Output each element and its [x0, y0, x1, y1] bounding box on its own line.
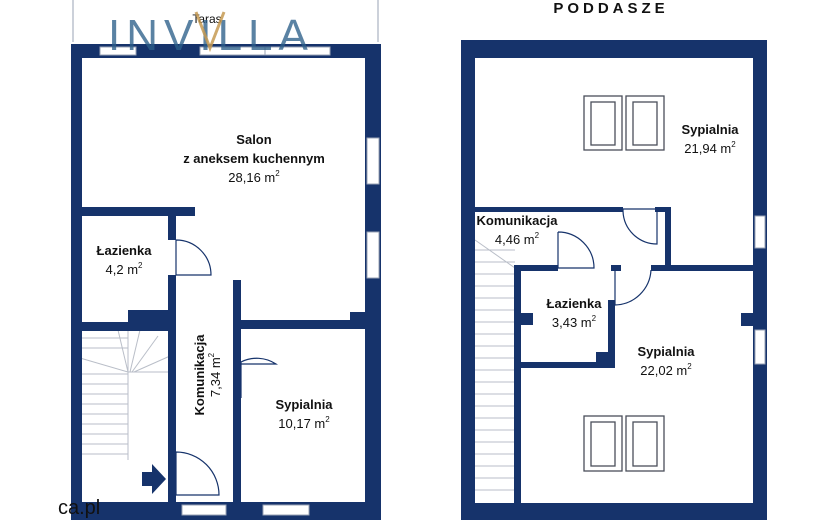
room-area: 10,17 m2	[278, 415, 330, 431]
room-area: 28,16 m2	[228, 169, 280, 185]
attic-window	[754, 215, 766, 249]
attic-right-wall	[753, 40, 767, 520]
skylight-inner	[590, 421, 616, 467]
room-area: 22,02 m2	[640, 362, 692, 378]
skylight-inner	[632, 421, 658, 467]
brand-watermark: ca.pl	[58, 497, 100, 519]
attic-window	[754, 329, 766, 365]
bathroom-corner-block	[596, 352, 615, 368]
bedroom-top-block	[350, 312, 373, 329]
skylight-inner	[590, 101, 616, 146]
room-name: Łazienka	[547, 296, 603, 311]
ground-right-wall	[365, 44, 381, 520]
bathroom-right-wall	[168, 207, 176, 240]
room-name: Komunikacja	[192, 334, 207, 416]
room-area: 21,94 m2	[684, 140, 736, 156]
attic-top-wall	[461, 40, 767, 58]
attic-title: PODDASZE	[553, 0, 668, 17]
logo-text: INVILLA	[108, 11, 314, 60]
bathroom-top-wall	[514, 265, 558, 271]
attic-stairs	[474, 239, 516, 505]
ground-window	[99, 46, 137, 56]
ground-window	[366, 231, 380, 279]
bathroom-door[interactable]	[557, 231, 595, 269]
bathroom-right-wall	[608, 300, 615, 367]
ground-window	[366, 137, 380, 185]
bedroom2-door[interactable]	[614, 268, 652, 306]
invilla-logo: INVILLA	[108, 11, 314, 60]
bedroom-top-wall	[233, 320, 373, 329]
hall-left-wall	[168, 275, 176, 520]
hall-right-wall	[233, 280, 241, 520]
bathroom-bottom-block	[128, 310, 170, 331]
room-area: 7,34 m2	[207, 352, 223, 397]
ground-window	[262, 504, 310, 516]
bedroom-divider-wall	[665, 207, 671, 271]
logo-v-accent	[194, 11, 226, 53]
bathroom-bottom-wall	[521, 362, 615, 368]
ground-left-wall	[71, 44, 82, 520]
bathroom-left-wall	[514, 265, 521, 505]
bedroom1-door[interactable]	[622, 208, 658, 245]
entrance-arrow-icon	[142, 464, 166, 494]
bedroom2-block	[741, 313, 755, 326]
ground-floor-plan: Taras Salon z aneksem kuchennym 28,16 m2…	[71, 0, 381, 520]
attic-floor-plan: PODDASZE	[461, 0, 767, 520]
bathroom-top-wall-right	[611, 265, 621, 271]
room-name: Sypialnia	[681, 122, 739, 137]
room-name: Salon	[236, 132, 271, 147]
ground-stairs	[79, 329, 175, 460]
attic-bottom-wall	[461, 503, 767, 520]
hall-label: Komunikacja 7,34 m2	[192, 334, 223, 416]
bedroom2-top-wall	[651, 265, 767, 271]
room-name: Komunikacja	[477, 213, 559, 228]
skylight-inner	[632, 101, 658, 146]
room-name: Sypialnia	[637, 344, 695, 359]
bathroom-top-wall	[71, 207, 195, 216]
bathroom-block	[521, 313, 533, 325]
room-name: Łazienka	[97, 243, 153, 258]
room-area: 3,43 m2	[552, 314, 597, 330]
ground-window	[181, 504, 227, 516]
entrance-door[interactable]	[175, 451, 220, 496]
bedroom-door[interactable]	[240, 357, 279, 398]
room-area: 4,46 m2	[495, 231, 540, 247]
room-area: 4,2 m2	[106, 261, 144, 277]
bathroom-bottom-wall	[71, 322, 176, 331]
room-name: Sypialnia	[275, 397, 333, 412]
bathroom-door[interactable]	[175, 239, 212, 276]
hall-top-wall	[475, 207, 623, 212]
attic-left-wall	[461, 40, 475, 520]
room-name-line2: z aneksem kuchennym	[183, 151, 325, 166]
hall-top-wall-right	[655, 207, 665, 212]
